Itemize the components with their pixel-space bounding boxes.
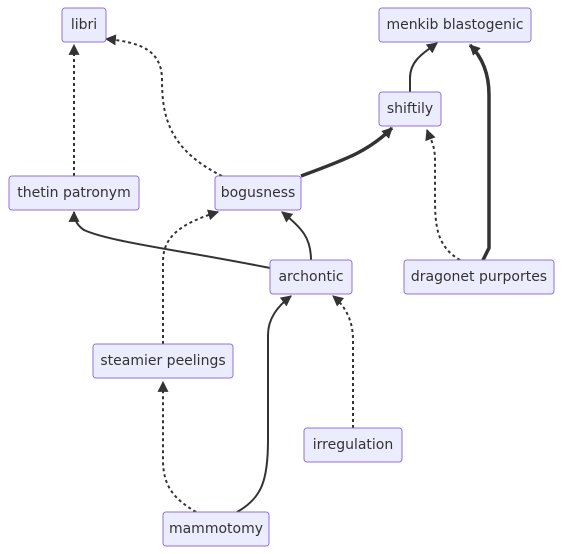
- node-menkib[interactable]: menkib blastogenic: [378, 7, 532, 43]
- node-box: [214, 175, 302, 211]
- nodes-layer: libri menkib blastogenic shiftily thetin pa…: [8, 7, 555, 547]
- node-shiftily[interactable]: shiftily: [378, 91, 442, 127]
- node-label: dragonet purportes: [411, 269, 547, 285]
- node-label: archontic: [278, 269, 343, 285]
- node-thetin[interactable]: thetin patronym: [8, 175, 140, 211]
- node-irregulation[interactable]: irregulation: [303, 427, 403, 463]
- node-box: [378, 91, 442, 127]
- edge-mammotomy-to-steamier: [157, 380, 197, 513]
- edge-archontic-to-thetin: [68, 210, 271, 269]
- node-label: menkib blastogenic: [386, 17, 523, 33]
- node-libri[interactable]: libri: [61, 7, 107, 43]
- node-steamier[interactable]: steamier peelings: [92, 343, 234, 379]
- node-box: [303, 427, 403, 463]
- node-box: [8, 175, 140, 211]
- node-box: [92, 343, 234, 379]
- node-label: mammotomy: [169, 521, 263, 537]
- node-mammotomy[interactable]: mammotomy: [162, 511, 270, 547]
- node-bogusness[interactable]: bogusness: [214, 175, 302, 211]
- edge-mammotomy-to-archontic: [236, 295, 292, 513]
- edge-bogusness-to-libri: [104, 34, 223, 177]
- edge-steamier-to-bogusness: [162, 209, 220, 344]
- node-label: bogusness: [221, 185, 296, 201]
- edges-layer: [68, 34, 491, 513]
- node-label: shiftily: [387, 101, 433, 117]
- node-box: [162, 511, 270, 547]
- node-box: [378, 7, 532, 43]
- node-label: steamier peelings: [100, 353, 225, 369]
- edge-archontic-to-bogusness: [281, 211, 312, 261]
- node-label: irregulation: [313, 437, 394, 453]
- node-label: libri: [71, 17, 97, 33]
- node-box: [403, 259, 555, 295]
- node-box: [269, 259, 353, 295]
- edge-irregulation-to-archontic: [332, 295, 354, 428]
- node-dragonet[interactable]: dragonet purportes: [403, 259, 555, 295]
- edge-bogusness-to-shiftily: [300, 126, 394, 178]
- edge-shiftily-to-menkib: [409, 42, 438, 92]
- node-label: thetin patronym: [17, 185, 130, 201]
- edge-dragonet-to-menkib: [468, 43, 491, 261]
- node-box: [61, 7, 107, 43]
- node-archontic[interactable]: archontic: [269, 259, 353, 295]
- edge-dragonet-to-shiftily: [425, 128, 461, 261]
